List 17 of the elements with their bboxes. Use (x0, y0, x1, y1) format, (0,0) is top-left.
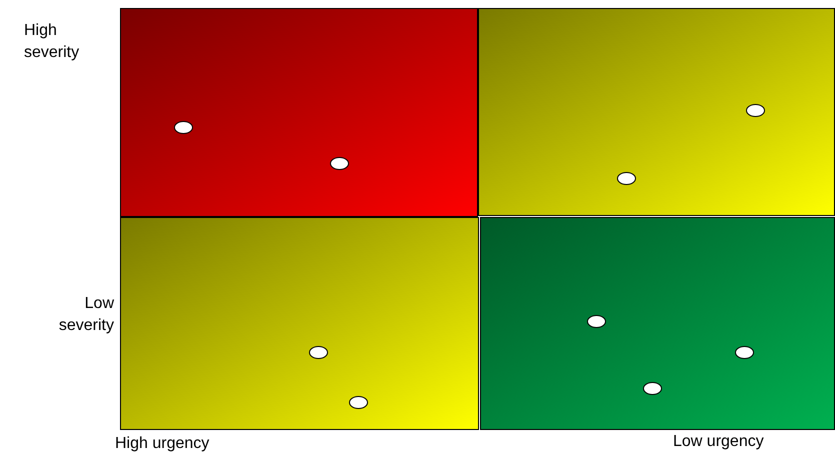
quadrant-box (480, 217, 835, 430)
ellipse-marker (746, 104, 765, 117)
quadrant-box (478, 8, 835, 216)
quadrant-box (120, 217, 479, 430)
axis-label: Low severity (58, 294, 114, 336)
axis-label: High severity (24, 21, 80, 63)
ellipse-marker (735, 346, 754, 359)
ellipse-marker (330, 157, 349, 170)
ellipse-marker (309, 346, 328, 359)
ellipse-marker (174, 121, 193, 134)
ellipse-marker (643, 382, 662, 395)
quadrant-box (120, 8, 478, 217)
ellipse-marker (349, 396, 368, 409)
ellipse-marker (617, 172, 636, 185)
axis-label: High urgency (115, 434, 210, 454)
ellipse-marker (587, 315, 606, 328)
axis-label: Low urgency (673, 432, 764, 452)
